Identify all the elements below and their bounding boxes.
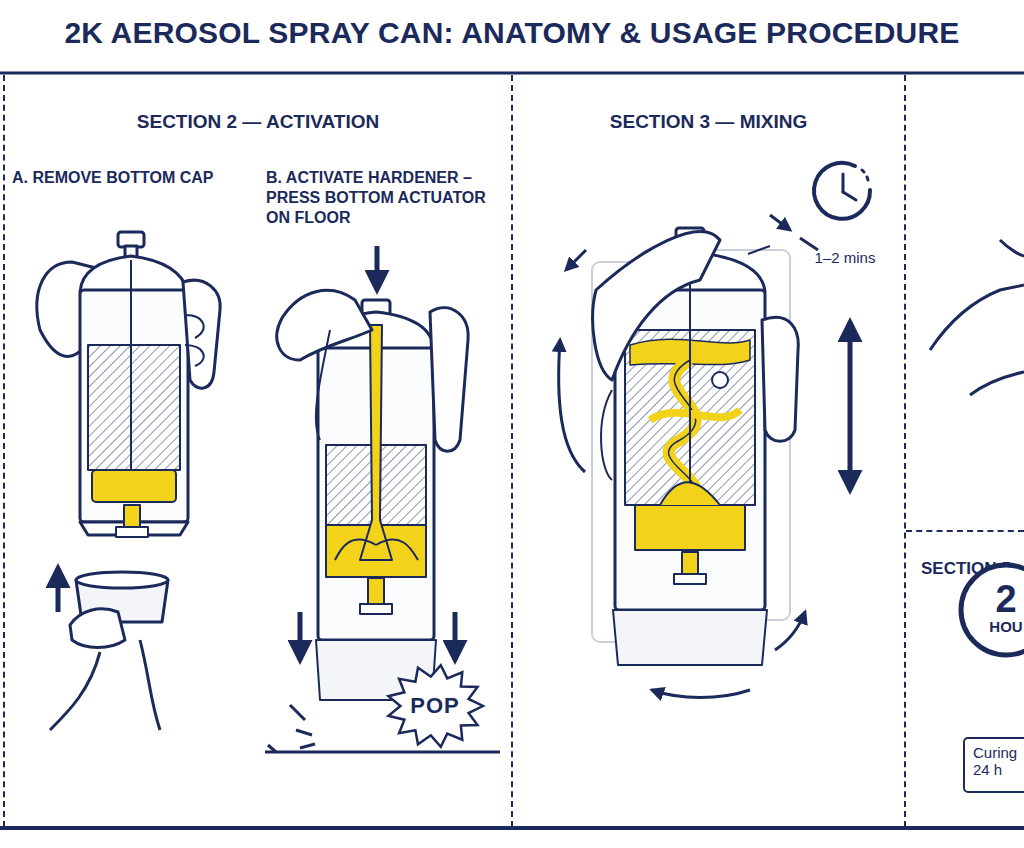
clock-icon [814,163,870,219]
spray-can [770,215,790,230]
node-heading: SECTION 3 — MIXING [513,111,904,133]
spray-can [316,330,330,440]
spray-can [360,325,392,560]
spray-can [88,345,180,470]
note-box: Curing24 h [963,737,1024,793]
spray-can [559,340,585,472]
pop-burst: POP [387,665,483,747]
spray-can [130,260,132,470]
section-panel: SECTION 3 — MIXING [513,75,906,827]
spray-can [601,390,612,480]
spray-can [335,540,418,560]
node-heading: SECTION 2 — ACTIVATION [5,111,511,133]
spray-can [124,505,140,527]
spray-can [848,322,853,490]
clock-icon [862,170,868,180]
spray-can [360,604,392,614]
spray-can [800,238,818,250]
spray-can [183,280,220,388]
spray-can [613,610,767,665]
spray-can [748,246,770,254]
spray-can [76,572,168,588]
spray-can [674,574,706,584]
spray-can [689,256,691,505]
spray-can [652,690,750,698]
spray-can [775,612,805,650]
node-heading: Curing [973,744,1024,761]
spray-can [265,246,500,752]
node-text: 24 h [973,761,1024,778]
spray-can [277,290,372,360]
spray-can [80,256,188,292]
spray-can [660,482,720,505]
hand-illustration [970,372,1024,395]
hand-illustration [930,285,1024,350]
spray-can [185,345,204,366]
spray-can [92,470,176,502]
spray-can [762,317,798,441]
clock-icon [843,192,856,200]
spray-can [682,552,698,574]
node-heading: 2 [958,580,1024,618]
spray-can [368,578,384,604]
spray-can [50,652,100,730]
step-label: A. REMOVE BOTTOM CAP [12,168,252,188]
spray-can [80,290,188,522]
spray-can [37,232,220,730]
section-panel: SECTION 2 — ACTIVATION POP [3,75,513,827]
page-title: 2K AEROSOL SPRAY CAN: ANATOMY & USAGE PR… [0,16,1024,50]
step-label: 1–2 mins [800,248,890,268]
section-panel: SECTION 52HOUCuring24 h [906,530,1024,827]
spray-can [566,250,586,270]
burst-outline [388,665,483,746]
step-label: B. ACTIVATE HARDENER – PRESS BOTTOM ACTU… [266,168,501,228]
spray-can [70,609,125,648]
spray-can [593,232,720,380]
timer-circle: 2HOU [958,562,1024,658]
spray-can [56,568,61,612]
spray-can [140,640,160,730]
spray-can [116,527,148,537]
spray-can [650,410,740,420]
spray-can [290,705,315,748]
node-heading: POP [410,693,459,719]
spray-can [375,246,380,290]
clock-icon [842,174,845,192]
spray-can [185,315,204,338]
hand-illustration [1000,240,1024,256]
node-text: HOU [958,618,1024,636]
spray-can [268,745,276,752]
spray-can [559,215,850,698]
frame-line [0,73,1024,828]
hand-illustration [930,240,1024,395]
spray-can [635,505,745,550]
spray-can [430,308,468,451]
spray-can [298,612,303,660]
spray-can [453,612,458,660]
spray-can [712,372,728,388]
spray-can [265,751,500,754]
clock-icon [814,163,870,219]
